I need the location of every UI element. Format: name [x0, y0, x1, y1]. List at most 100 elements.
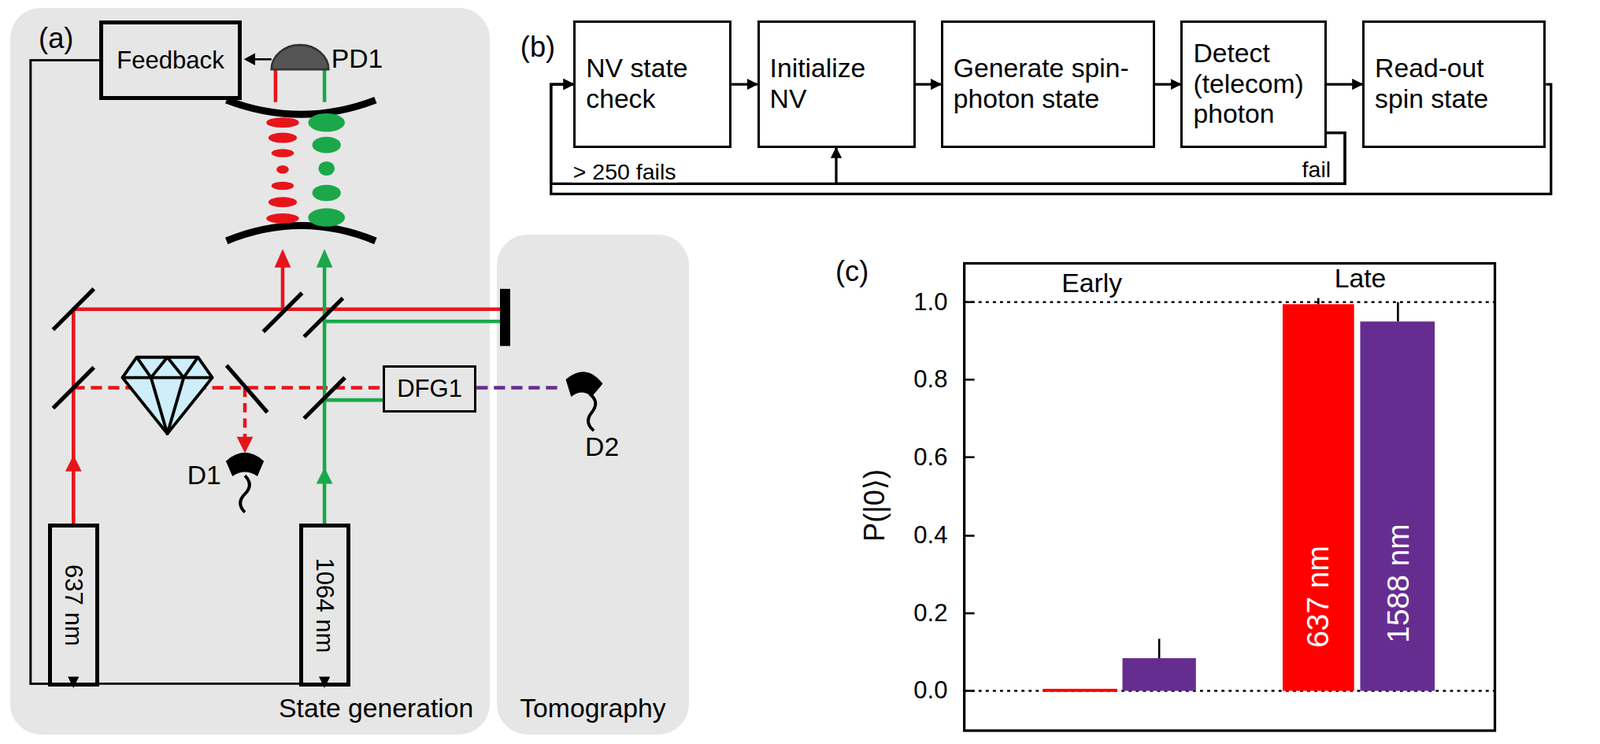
panel: Tomography — [496, 234, 689, 735]
axis-tick: 0.2 — [913, 600, 948, 626]
green-arrowheads-part — [316, 467, 334, 485]
red-arrowheads-part — [65, 455, 82, 472]
green-cavity-mode — [307, 113, 345, 227]
bar-chart-part-part — [964, 534, 975, 538]
bar-chart-part-part — [964, 612, 975, 615]
beam-splitters-part — [52, 288, 94, 330]
green-cavity-mode-part — [312, 137, 341, 154]
detector-label: PD1 — [331, 45, 384, 73]
process-box: Generate spin-photon state — [940, 20, 1156, 149]
flow-connector — [551, 84, 1552, 194]
bar-chart-part — [1159, 298, 1398, 659]
panel-title: Tomography — [519, 693, 666, 725]
pd-signal-arrow — [244, 53, 256, 67]
flow-connector — [836, 133, 1345, 185]
process-box: Detect (telecom) photon — [1180, 20, 1326, 149]
bar-chart-part — [1282, 303, 1355, 691]
green-beam-part — [322, 67, 327, 103]
flow-connector — [30, 60, 100, 688]
green-beam — [324, 67, 500, 524]
panel-letter: (b) — [520, 32, 556, 61]
diamond-sample-part — [122, 357, 213, 434]
bar-chart-part — [964, 300, 1496, 304]
beam-splitters-part — [226, 365, 268, 413]
green-cavity-mode-part — [318, 161, 335, 176]
component-box: 637 nm — [48, 523, 100, 687]
diamond-sample-part — [151, 377, 184, 434]
box-label: DFG1 — [396, 374, 463, 404]
detector-d1-part — [226, 453, 264, 477]
bar-label: 637 nm — [1303, 545, 1334, 649]
axis-tick: 1.0 — [913, 289, 948, 315]
panel-title: State generation — [278, 693, 474, 725]
group-label: Late — [1334, 265, 1387, 293]
bar-chart-part — [1042, 688, 1118, 693]
detector-d2-part — [566, 372, 602, 397]
axis-tick: 0.4 — [913, 523, 948, 549]
axis-tick: 0.6 — [913, 444, 948, 470]
green-cavity-mode-part — [307, 208, 345, 227]
flow-connector — [1155, 82, 1181, 86]
process-box: NV state check — [573, 20, 732, 149]
green-cavity-mode-part — [307, 113, 345, 132]
detector-d1 — [226, 453, 264, 513]
flow-connector — [731, 82, 757, 86]
end-mirror — [500, 288, 511, 347]
component-box: Feedback — [99, 20, 242, 100]
red-cavity-mode-part — [271, 148, 295, 157]
detector-label: D1 — [187, 462, 222, 489]
edge-label: fail — [1300, 158, 1333, 182]
green-beam-part — [324, 319, 500, 324]
diamond-sample-part — [137, 357, 199, 378]
red-cavity-mode-part — [266, 213, 299, 224]
green-beam-part — [324, 398, 383, 403]
box-label: Read-out spin state — [1374, 53, 1534, 115]
axis-tick: 0.0 — [913, 678, 948, 704]
flow-connector — [30, 60, 325, 688]
panel: State generation Feedback 637 nm 1064 nm DFG… — [10, 7, 490, 735]
flow-connector — [914, 82, 941, 86]
box-label: Detect (telecom) photon — [1192, 38, 1314, 130]
box-label: 1064 nm — [310, 557, 339, 653]
red-cavity-mode-part — [266, 117, 299, 128]
box-label: 637 nm — [59, 564, 88, 647]
red-cavity-mode-part — [268, 196, 297, 208]
red-beam-part — [274, 67, 278, 103]
cavity-mirrors — [226, 100, 376, 241]
beam-splitters-part — [303, 377, 345, 419]
detector-d2 — [566, 372, 602, 431]
bar-chart-part — [964, 262, 1496, 731]
flow-connector — [551, 84, 1345, 184]
group-label: Early — [1061, 270, 1123, 297]
component-box: 1064 nm — [299, 523, 351, 687]
component-box: DFG1 — [382, 365, 477, 413]
detector-d2-part — [588, 393, 596, 431]
red-cavity-mode-part — [271, 181, 295, 190]
red-cavity-mode-part — [268, 133, 297, 144]
bar-chart-part-part — [964, 689, 975, 693]
green-arrowheads-part — [316, 248, 334, 267]
beam-splitters — [52, 288, 345, 419]
red-arrowheads-part — [237, 437, 254, 454]
detector-label: D2 — [585, 433, 619, 461]
diamond-sample-part — [122, 376, 213, 380]
box-label: Initialize NV — [770, 53, 904, 115]
red-cavity-mode-part — [276, 165, 289, 174]
beam-splitters-part — [52, 367, 94, 409]
pd-signal-wire — [252, 58, 271, 61]
beam-splitters-part — [303, 298, 343, 338]
telecom-beam — [476, 385, 563, 390]
cavity-mirrors-part — [226, 100, 376, 115]
red-cavity-mode — [266, 117, 299, 224]
cavity-mirrors-part — [226, 225, 376, 241]
red-arrowheads — [65, 248, 291, 472]
bar-chart-part — [1359, 321, 1435, 691]
bar-chart-part — [964, 302, 975, 692]
axis-title: P(|0⟩) — [860, 468, 889, 541]
red-arrowheads-part — [274, 248, 292, 267]
panel-letter: (a) — [38, 24, 74, 53]
panel-letter: (c) — [835, 257, 869, 286]
bar-chart-part-part — [964, 300, 975, 304]
